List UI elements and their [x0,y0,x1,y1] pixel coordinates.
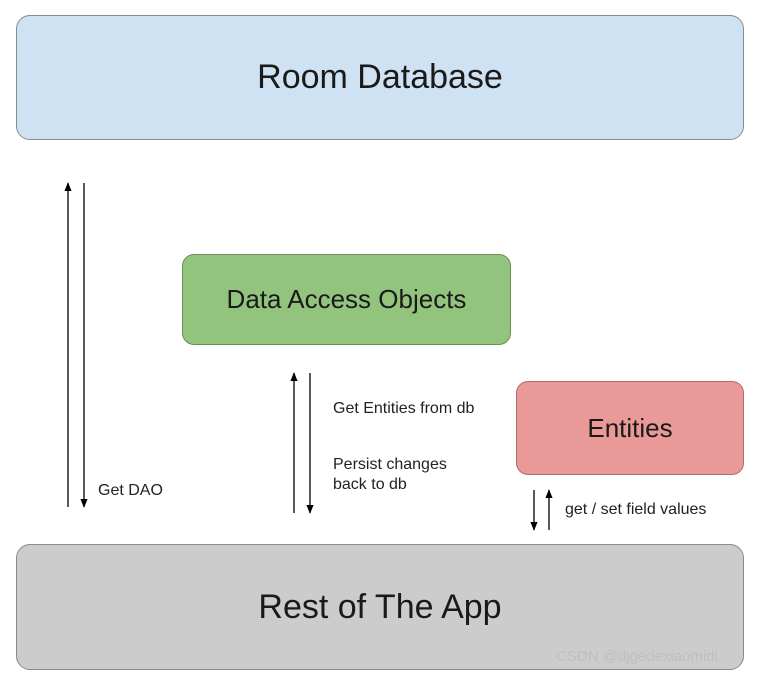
entities-box: Entities [516,381,744,475]
rest-of-app-box: Rest of The App [16,544,744,670]
entities-label: Entities [587,412,673,443]
persist-changes-label-line1: Persist changes [333,456,447,473]
watermark: CSDN @djgedexiaomidi [556,648,718,665]
data-access-objects-box: Data Access Objects [182,254,511,345]
room-database-label: Room Database [257,58,503,96]
rest-of-app-label: Rest of The App [258,587,502,626]
get-entities-label: Get Entities from db [333,400,475,417]
persist-changes-label-line2: back to db [333,476,407,493]
field-values-label: get / set field values [565,501,707,518]
get-dao-label: Get DAO [98,482,163,499]
room-database-box: Room Database [16,15,744,140]
data-access-objects-label: Data Access Objects [226,284,467,314]
